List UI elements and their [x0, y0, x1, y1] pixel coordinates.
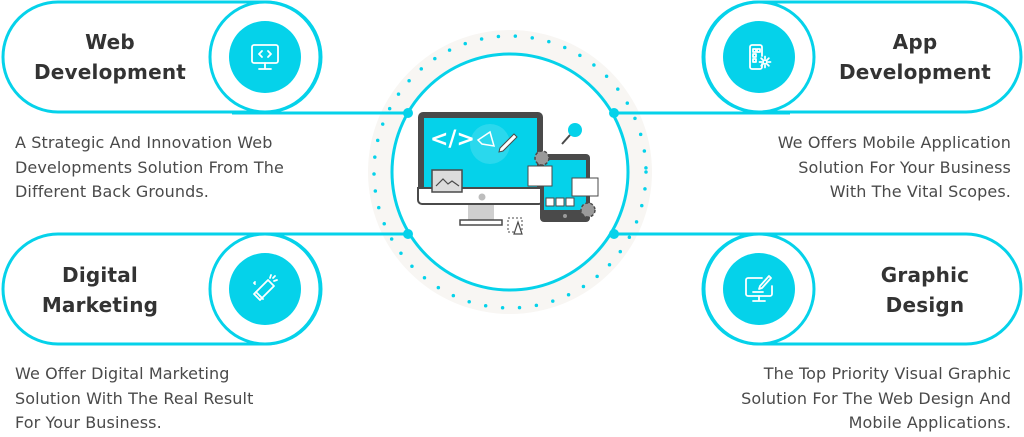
desc-line: Developments Solution From The [15, 157, 284, 177]
digital-mkt-icon-button[interactable] [229, 253, 301, 325]
web-dev-title-line1: Web [85, 30, 135, 54]
desc-line: For Your Business. [15, 413, 162, 432]
desc-line: A Strategic And Innovation Web [15, 133, 273, 152]
desc-line: Solution With The Real Result [15, 388, 254, 408]
mobile-device-icon [527, 154, 599, 222]
digital-mkt-title: Digital Marketing [10, 260, 190, 320]
app-dev-icon-button[interactable] [723, 21, 795, 93]
megaphone-icon [253, 274, 278, 301]
app-dev-title-line1: App [892, 30, 938, 54]
graphic-title-line1: Graphic [880, 263, 970, 287]
graphic-title-line2: Design [885, 293, 965, 317]
digital-mkt-title-line2: Marketing [41, 293, 159, 317]
code-glyph: </> [430, 127, 475, 152]
digital-mkt-title-line1: Digital [62, 263, 138, 287]
desc-line: We Offers Mobile Application [777, 133, 1011, 152]
desc-line: We Offer Digital Marketing [15, 364, 230, 383]
desc-line: The Top Priority Visual Graphic [763, 364, 1011, 383]
monitor-icon: </> [417, 112, 544, 226]
app-dev-title: App Development [825, 27, 1005, 87]
monitor-brush-icon [745, 275, 773, 302]
app-dev-description: We Offers Mobile Application Solution Fo… [778, 131, 1011, 205]
pen-tool-icon [507, 217, 523, 235]
desc-line: Solution For Your Business [798, 157, 1011, 177]
desc-line: Solution For The Web Design And [741, 388, 1011, 408]
monitor-code-icon [251, 44, 279, 70]
lightbulb-icon [561, 123, 582, 145]
ring-node-br [609, 229, 619, 239]
web-dev-icon-button[interactable] [229, 21, 301, 93]
gear-icon [580, 202, 596, 218]
gear-icon [534, 150, 550, 166]
graphic-title: Graphic Design [835, 260, 1015, 320]
ring-node-tr [609, 108, 619, 118]
web-dev-title: Web Development [20, 27, 200, 87]
ring-node-bl [403, 229, 413, 239]
web-design-devices-illustration: </> [417, 112, 599, 235]
web-dev-title-line2: Development [33, 60, 187, 84]
desc-line: Different Back Grounds. [15, 182, 209, 201]
app-dev-title-line2: Development [838, 60, 992, 84]
digital-mkt-description: We Offer Digital Marketing Solution With… [15, 362, 253, 436]
center-dotted-ring [372, 34, 648, 310]
desc-line: Mobile Applications. [848, 413, 1011, 432]
desc-line: With The Vital Scopes. [829, 182, 1011, 201]
graphic-description: The Top Priority Visual Graphic Solution… [741, 362, 1011, 436]
web-dev-description: A Strategic And Innovation Web Developme… [15, 131, 284, 205]
graphic-icon-button[interactable] [723, 253, 795, 325]
mobile-app-gear-icon [749, 44, 772, 70]
ring-node-tl [403, 108, 413, 118]
